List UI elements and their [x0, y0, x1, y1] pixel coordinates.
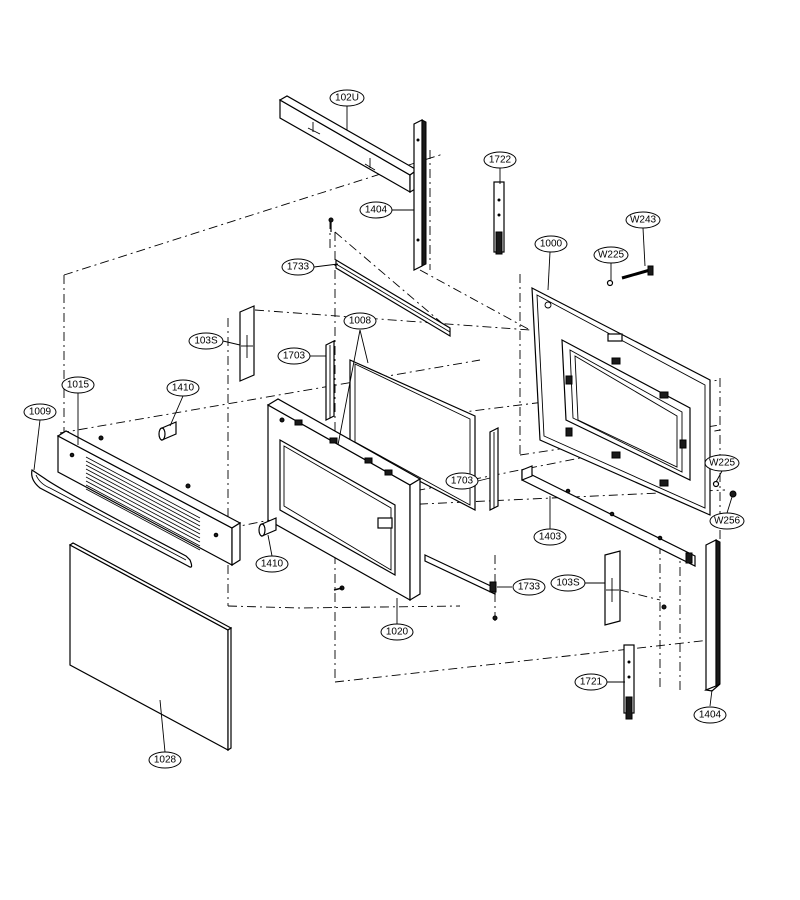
part-w225-w256-fasteners	[712, 480, 737, 498]
part-103s-upper-spacer	[239, 305, 255, 382]
callout-label: 1703	[451, 476, 474, 487]
callout-label: 1404	[699, 710, 722, 721]
callout-label: 1008	[349, 316, 372, 327]
callout-label: 1721	[580, 677, 603, 688]
part-1703-left-channel	[325, 340, 335, 421]
part-1403-lower-bracket	[521, 465, 696, 567]
callout-label: 1404	[365, 205, 388, 216]
callout-1410-bottom: 1410	[255, 555, 289, 573]
callout-1410-top: 1410	[166, 379, 200, 397]
callout-label: 1703	[283, 351, 306, 362]
part-1028-glass-panel	[68, 542, 233, 752]
part-1009-handle	[31, 469, 193, 568]
callout-1404-bottom: 1404	[693, 706, 727, 724]
leader-lines	[33, 106, 733, 753]
callout-w225-right: W225	[704, 454, 740, 472]
part-1404-lower-channel	[703, 539, 721, 692]
callout-103s-top: 103S	[188, 332, 224, 350]
part-1410-lower-roller	[258, 517, 277, 537]
part-w243-screw	[606, 265, 654, 287]
part-1721-lower-hinge	[623, 644, 635, 720]
callout-label: 1009	[29, 407, 52, 418]
callout-1000: 1000	[534, 235, 568, 253]
callout-label: 1000	[540, 239, 563, 250]
callout-1015: 1015	[61, 376, 95, 394]
callout-1703-left: 1703	[277, 347, 311, 365]
callout-label: W225	[709, 458, 736, 469]
callout-w225-top: W225	[593, 246, 629, 264]
callout-label: 1733	[287, 262, 310, 273]
part-1008-inner-glass	[349, 359, 476, 511]
callout-label: W225	[598, 250, 625, 261]
part-1722-upper-hinge	[493, 181, 505, 255]
callout-1009: 1009	[23, 403, 57, 421]
callout-1733-bottom: 1733	[512, 578, 546, 596]
callout-1403: 1403	[533, 528, 567, 546]
callout-label: 1020	[386, 627, 409, 638]
callout-1703-right: 1703	[445, 472, 479, 490]
callout-label: 103S	[194, 336, 218, 347]
callout-102u: 102U	[329, 89, 365, 107]
callout-label: W256	[714, 516, 741, 527]
part-1404-top-channel	[413, 119, 427, 271]
part-1733-upper-rail	[328, 217, 451, 338]
part-1703-right-channel	[489, 427, 499, 511]
callout-label: 1015	[67, 380, 90, 391]
callout-1733-top: 1733	[281, 258, 315, 276]
callout-1722: 1722	[483, 151, 517, 169]
callout-label: 1028	[154, 755, 177, 766]
callout-103s-bottom: 103S	[550, 574, 586, 592]
callout-1020: 1020	[380, 623, 414, 641]
part-103s-lower-spacer	[604, 550, 667, 626]
callout-1008: 1008	[343, 312, 377, 330]
callout-label: 103S	[556, 578, 580, 589]
callout-label: 1403	[539, 532, 562, 543]
callout-1028: 1028	[148, 751, 182, 769]
callout-label: W243	[630, 215, 657, 226]
callout-label: 1410	[172, 383, 195, 394]
callout-label: 1733	[518, 582, 541, 593]
callout-1404-top: 1404	[359, 201, 393, 219]
part-1000-inner-door	[531, 286, 711, 516]
callout-w243: W243	[625, 211, 661, 229]
callout-1721: 1721	[574, 673, 608, 691]
vent-grille	[85, 456, 201, 551]
callout-label: 1722	[489, 155, 512, 166]
part-102u-top-trim	[278, 95, 419, 194]
part-1015-control-panel	[56, 430, 242, 567]
callout-label: 102U	[335, 93, 359, 104]
callout-label: 1410	[261, 559, 284, 570]
part-1020-door-frame	[266, 398, 422, 602]
callout-w256: W256	[709, 512, 745, 530]
part-1410-upper-roller	[158, 421, 177, 441]
part-1733-lower-rail	[424, 554, 498, 621]
